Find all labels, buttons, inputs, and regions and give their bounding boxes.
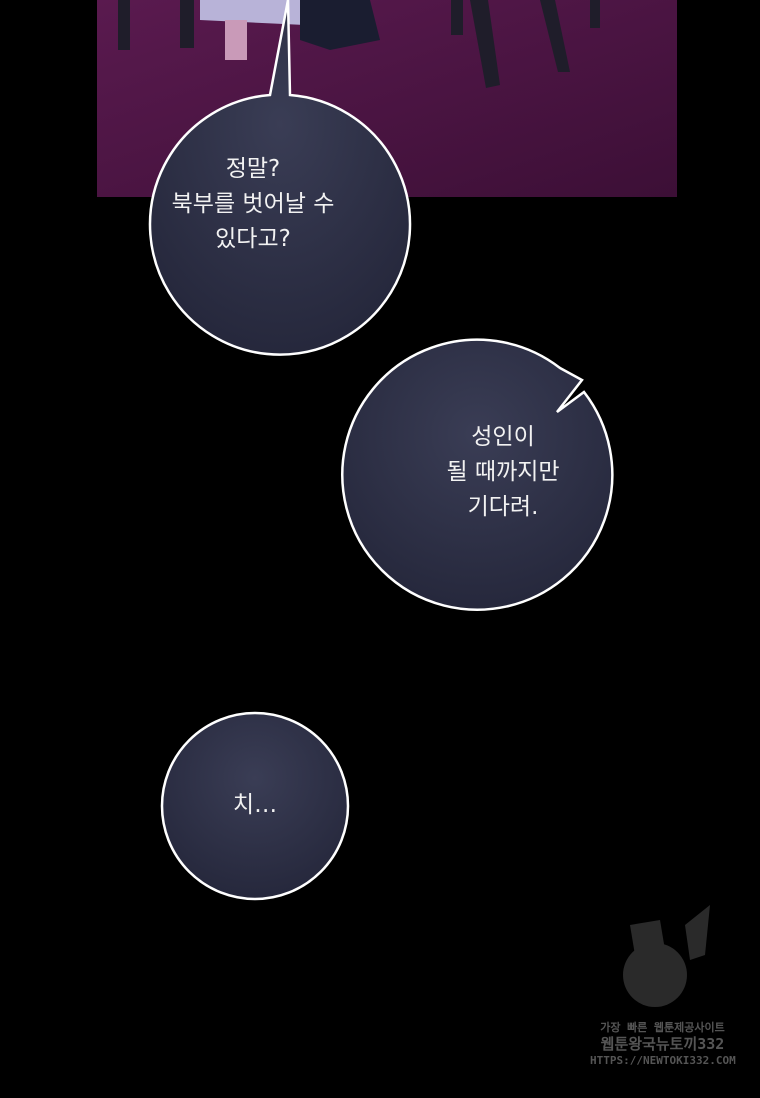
speech-bubble-1-shape [148, 0, 412, 356]
speech-bubble-1: 정말? 북부를 벗어날 수 있다고? [133, 152, 373, 257]
bubble-text-line: 치… [232, 792, 278, 818]
bubble-text-line: 있다고? [215, 226, 291, 252]
bubble-text-line: 성인이 [471, 424, 535, 450]
watermark-line: 가장 빠른 웹툰제공사이트 [600, 1021, 725, 1034]
watermark-line: 웹툰왕국뉴토끼332 [600, 1035, 725, 1053]
speech-bubble-2: 성인이 될 때까지만 기다려. [383, 420, 623, 525]
watermark-url: HTTPS://NEWTOKI332.COM [590, 1054, 736, 1067]
bubble-text-line: 북부를 벗어날 수 [171, 191, 335, 217]
bubble-text-line: 될 때까지만 [446, 459, 560, 485]
speech-bubble-3-shape [160, 711, 350, 901]
watermark: 가장 빠른 웹툰제공사이트 웹툰왕국뉴토끼332 HTTPS://NEWTOKI… [590, 1020, 736, 1068]
speech-bubble-3: 치… [135, 788, 375, 823]
speech-bubble-2-shape [341, 338, 614, 611]
bubble-text-line: 기다려. [467, 494, 539, 520]
watermark-mascot [623, 905, 710, 1007]
bubble-text-line: 정말? [225, 156, 281, 182]
